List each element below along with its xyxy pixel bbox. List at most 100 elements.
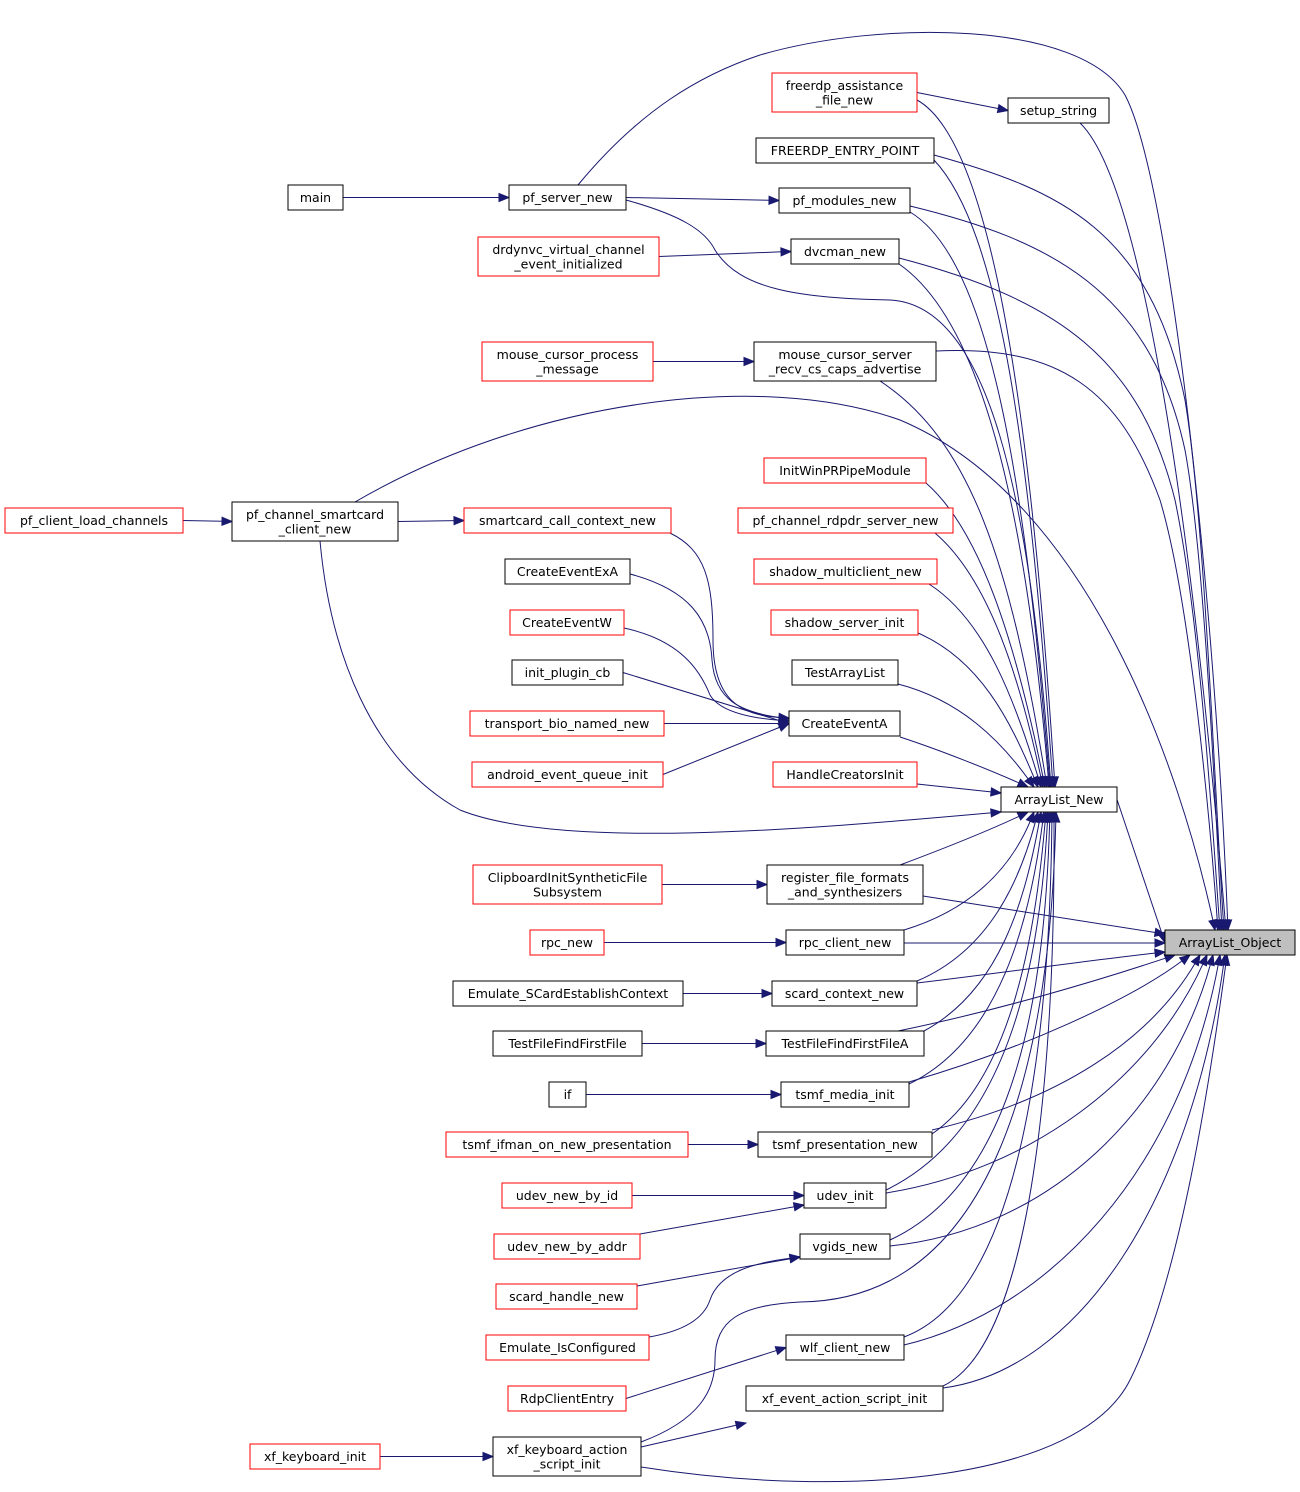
node-testfilefindfirstfilea[interactable]: TestFileFindFirstFileA [765, 1030, 925, 1057]
node-if[interactable]: if [548, 1081, 587, 1108]
node-testfilefindfirstfile[interactable]: TestFileFindFirstFile [492, 1030, 643, 1057]
node-createeventw[interactable]: CreateEventW [509, 609, 625, 636]
node-label: TestFileFindFirstFile [507, 1036, 627, 1051]
arrowhead-register_file_formats_and_synthesizers-to-arraylist_object [1153, 927, 1167, 938]
node-main[interactable]: main [287, 184, 344, 211]
node-smartcard-call-context-new[interactable]: smartcard_call_context_new [463, 507, 672, 534]
node-dvcman-new[interactable]: dvcman_new [790, 238, 900, 265]
node-box [791, 659, 899, 686]
node-emulate-isconfigured[interactable]: Emulate_IsConfigured [485, 1334, 650, 1361]
node-scard-context-new[interactable]: scard_context_new [771, 980, 918, 1007]
edge-scard_handle_new-to-vgids_new [636, 1258, 792, 1287]
node-vgids-new[interactable]: vgids_new [799, 1233, 891, 1260]
node-box [445, 1131, 689, 1158]
node-tsmf-ifman-on-new-presentation[interactable]: tsmf_ifman_on_new_presentation [445, 1131, 689, 1158]
arrowhead-emulate_isconfigured-to-vgids_new [788, 1253, 802, 1264]
edge-setup_string-to-arraylist_object [1079, 122, 1226, 922]
node-transport-bio-named-new[interactable]: transport_bio_named_new [469, 710, 665, 737]
edge-dvcman_new-to-arraylist_new [898, 263, 1049, 779]
node-arraylist-new[interactable]: ArrayList_New [1000, 786, 1118, 813]
node-pf-modules-new[interactable]: pf_modules_new [778, 187, 911, 214]
node-udev-init[interactable]: udev_init [803, 1182, 887, 1209]
node-box [495, 1283, 638, 1310]
node-udev-new-by-id[interactable]: udev_new_by_id [501, 1182, 633, 1209]
node-wlf-client-new[interactable]: wlf_client_new [785, 1334, 905, 1361]
arrowhead-register_file_formats_and_synthesizers-to-arraylist_new [1016, 811, 1030, 821]
node-box [507, 1385, 627, 1412]
node-box [757, 1131, 933, 1158]
node-arraylist-object[interactable]: ArrayList_Object [1164, 929, 1296, 956]
node-label: rpc_new [541, 935, 593, 950]
node-freerdp-entry-point[interactable]: FREERDP_ENTRY_POINT [755, 137, 935, 164]
node-init-plugin-cb[interactable]: init_plugin_cb [511, 659, 624, 686]
node-pf-channel-smartcard-client-new[interactable]: pf_channel_smartcard_client_new [231, 501, 399, 542]
node-tsmf-media-init[interactable]: tsmf_media_init [780, 1081, 910, 1108]
node-tsmf-presentation-new[interactable]: tsmf_presentation_new [757, 1131, 933, 1158]
edge-scard_context_new-to-arraylist_new [916, 820, 1037, 982]
node-createeventexa[interactable]: CreateEventExA [504, 558, 631, 585]
node-pf-channel-rdpdr-server-new[interactable]: pf_channel_rdpdr_server_new [737, 507, 954, 534]
node-handlecreatorsinit[interactable]: HandleCreatorsInit [772, 761, 918, 788]
node-box [770, 609, 919, 636]
node-box [504, 558, 631, 585]
node-setup-string[interactable]: setup_string [1007, 97, 1110, 124]
node-udev-new-by-addr[interactable]: udev_new_by_addr [493, 1233, 641, 1260]
node-label: Emulate_SCardEstablishContext [468, 986, 669, 1001]
node-pf-client-load-channels[interactable]: pf_client_load_channels [4, 507, 184, 534]
node-rpc-client-new[interactable]: rpc_client_new [785, 929, 905, 956]
node-label: xf_keyboard_init [264, 1449, 366, 1464]
node-label: RdpClientEntry [520, 1391, 615, 1406]
edge-freerdp_entry_point-to-arraylist_object [933, 154, 1224, 922]
node-shadow-multiclient-new[interactable]: shadow_multiclient_new [753, 558, 938, 585]
node-freerdp-assistance-file-new[interactable]: freerdp_assistance_file_new [771, 72, 918, 113]
edge-freerdp_assistance_file_new-to-arraylist_new [916, 99, 1055, 779]
node-drdynvc-virtual-channel-event-initialized[interactable]: drdynvc_virtual_channel_event_initialize… [477, 236, 660, 277]
edge-tsmf_media_init-to-arraylist_new [908, 820, 1044, 1085]
node-rpc-new[interactable]: rpc_new [529, 929, 605, 956]
arrowhead-pf_channel_smartcard_client_new-to-arraylist_object [1208, 918, 1218, 932]
edge-wlf_client_new-to-arraylist_object [903, 963, 1219, 1346]
node-label: _message [535, 361, 599, 376]
node-label: CreateEventExA [517, 564, 619, 579]
node-box [755, 137, 935, 164]
node-scard-handle-new[interactable]: scard_handle_new [495, 1283, 638, 1310]
node-xf-event-action-script-init[interactable]: xf_event_action_script_init [745, 1385, 944, 1412]
arrowhead-rpc_new-to-rpc_client_new [775, 937, 788, 948]
node-emulate-scardestablishcontext[interactable]: Emulate_SCardEstablishContext [452, 980, 684, 1007]
node-label: TestFileFindFirstFileA [781, 1036, 909, 1051]
arrowhead-main-to-pf_server_new [498, 192, 511, 203]
node-box [548, 1081, 587, 1108]
node-box [492, 1030, 643, 1057]
node-xf-keyboard-action-script-init[interactable]: xf_keyboard_action_script_init [492, 1436, 642, 1477]
edge-arraylist_new-to-arraylist_object [1116, 799, 1163, 935]
node-label: android_event_queue_init [487, 767, 648, 782]
node-box [509, 609, 625, 636]
node-shadow-server-init[interactable]: shadow_server_init [770, 609, 919, 636]
node-label: Subsystem [533, 884, 602, 899]
node-label: scard_context_new [785, 986, 904, 1001]
node-label: shadow_server_init [785, 615, 905, 630]
node-mouse-cursor-process-message[interactable]: mouse_cursor_process_message [481, 341, 654, 382]
node-pf-server-new[interactable]: pf_server_new [508, 184, 627, 211]
arrowhead-testfilefindfirstfile-to-testfilefindfirstfilea [755, 1038, 768, 1049]
node-box [771, 980, 918, 1007]
node-mouse-cursor-server-recv-cs-caps-advertise[interactable]: mouse_cursor_server_recv_cs_caps_adverti… [753, 341, 937, 382]
node-label: CreateEventA [802, 716, 888, 731]
node-box [249, 1443, 381, 1470]
node-rdpcliententry[interactable]: RdpClientEntry [507, 1385, 627, 1412]
node-xf-keyboard-init[interactable]: xf_keyboard_init [249, 1443, 381, 1470]
node-createeventa[interactable]: CreateEventA [788, 710, 901, 737]
arrowhead-udev_init-to-arraylist_object [1198, 953, 1208, 967]
node-box [785, 1334, 905, 1361]
node-android-event-queue-init[interactable]: android_event_queue_init [471, 761, 664, 788]
node-box [481, 341, 654, 382]
node-label: _event_initialized [513, 256, 622, 271]
node-register-file-formats-and-synthesizers[interactable]: register_file_formats_and_synthesizers [766, 864, 924, 905]
node-box [463, 507, 672, 534]
node-box [1007, 97, 1110, 124]
node-initwinprpipemodule[interactable]: InitWinPRPipeModule [763, 457, 927, 484]
node-testarraylist[interactable]: TestArrayList [791, 659, 899, 686]
edge-udev_new_by_addr-to-udev_init [639, 1206, 796, 1235]
node-label: ClipboardInitSyntheticFile [488, 870, 648, 885]
